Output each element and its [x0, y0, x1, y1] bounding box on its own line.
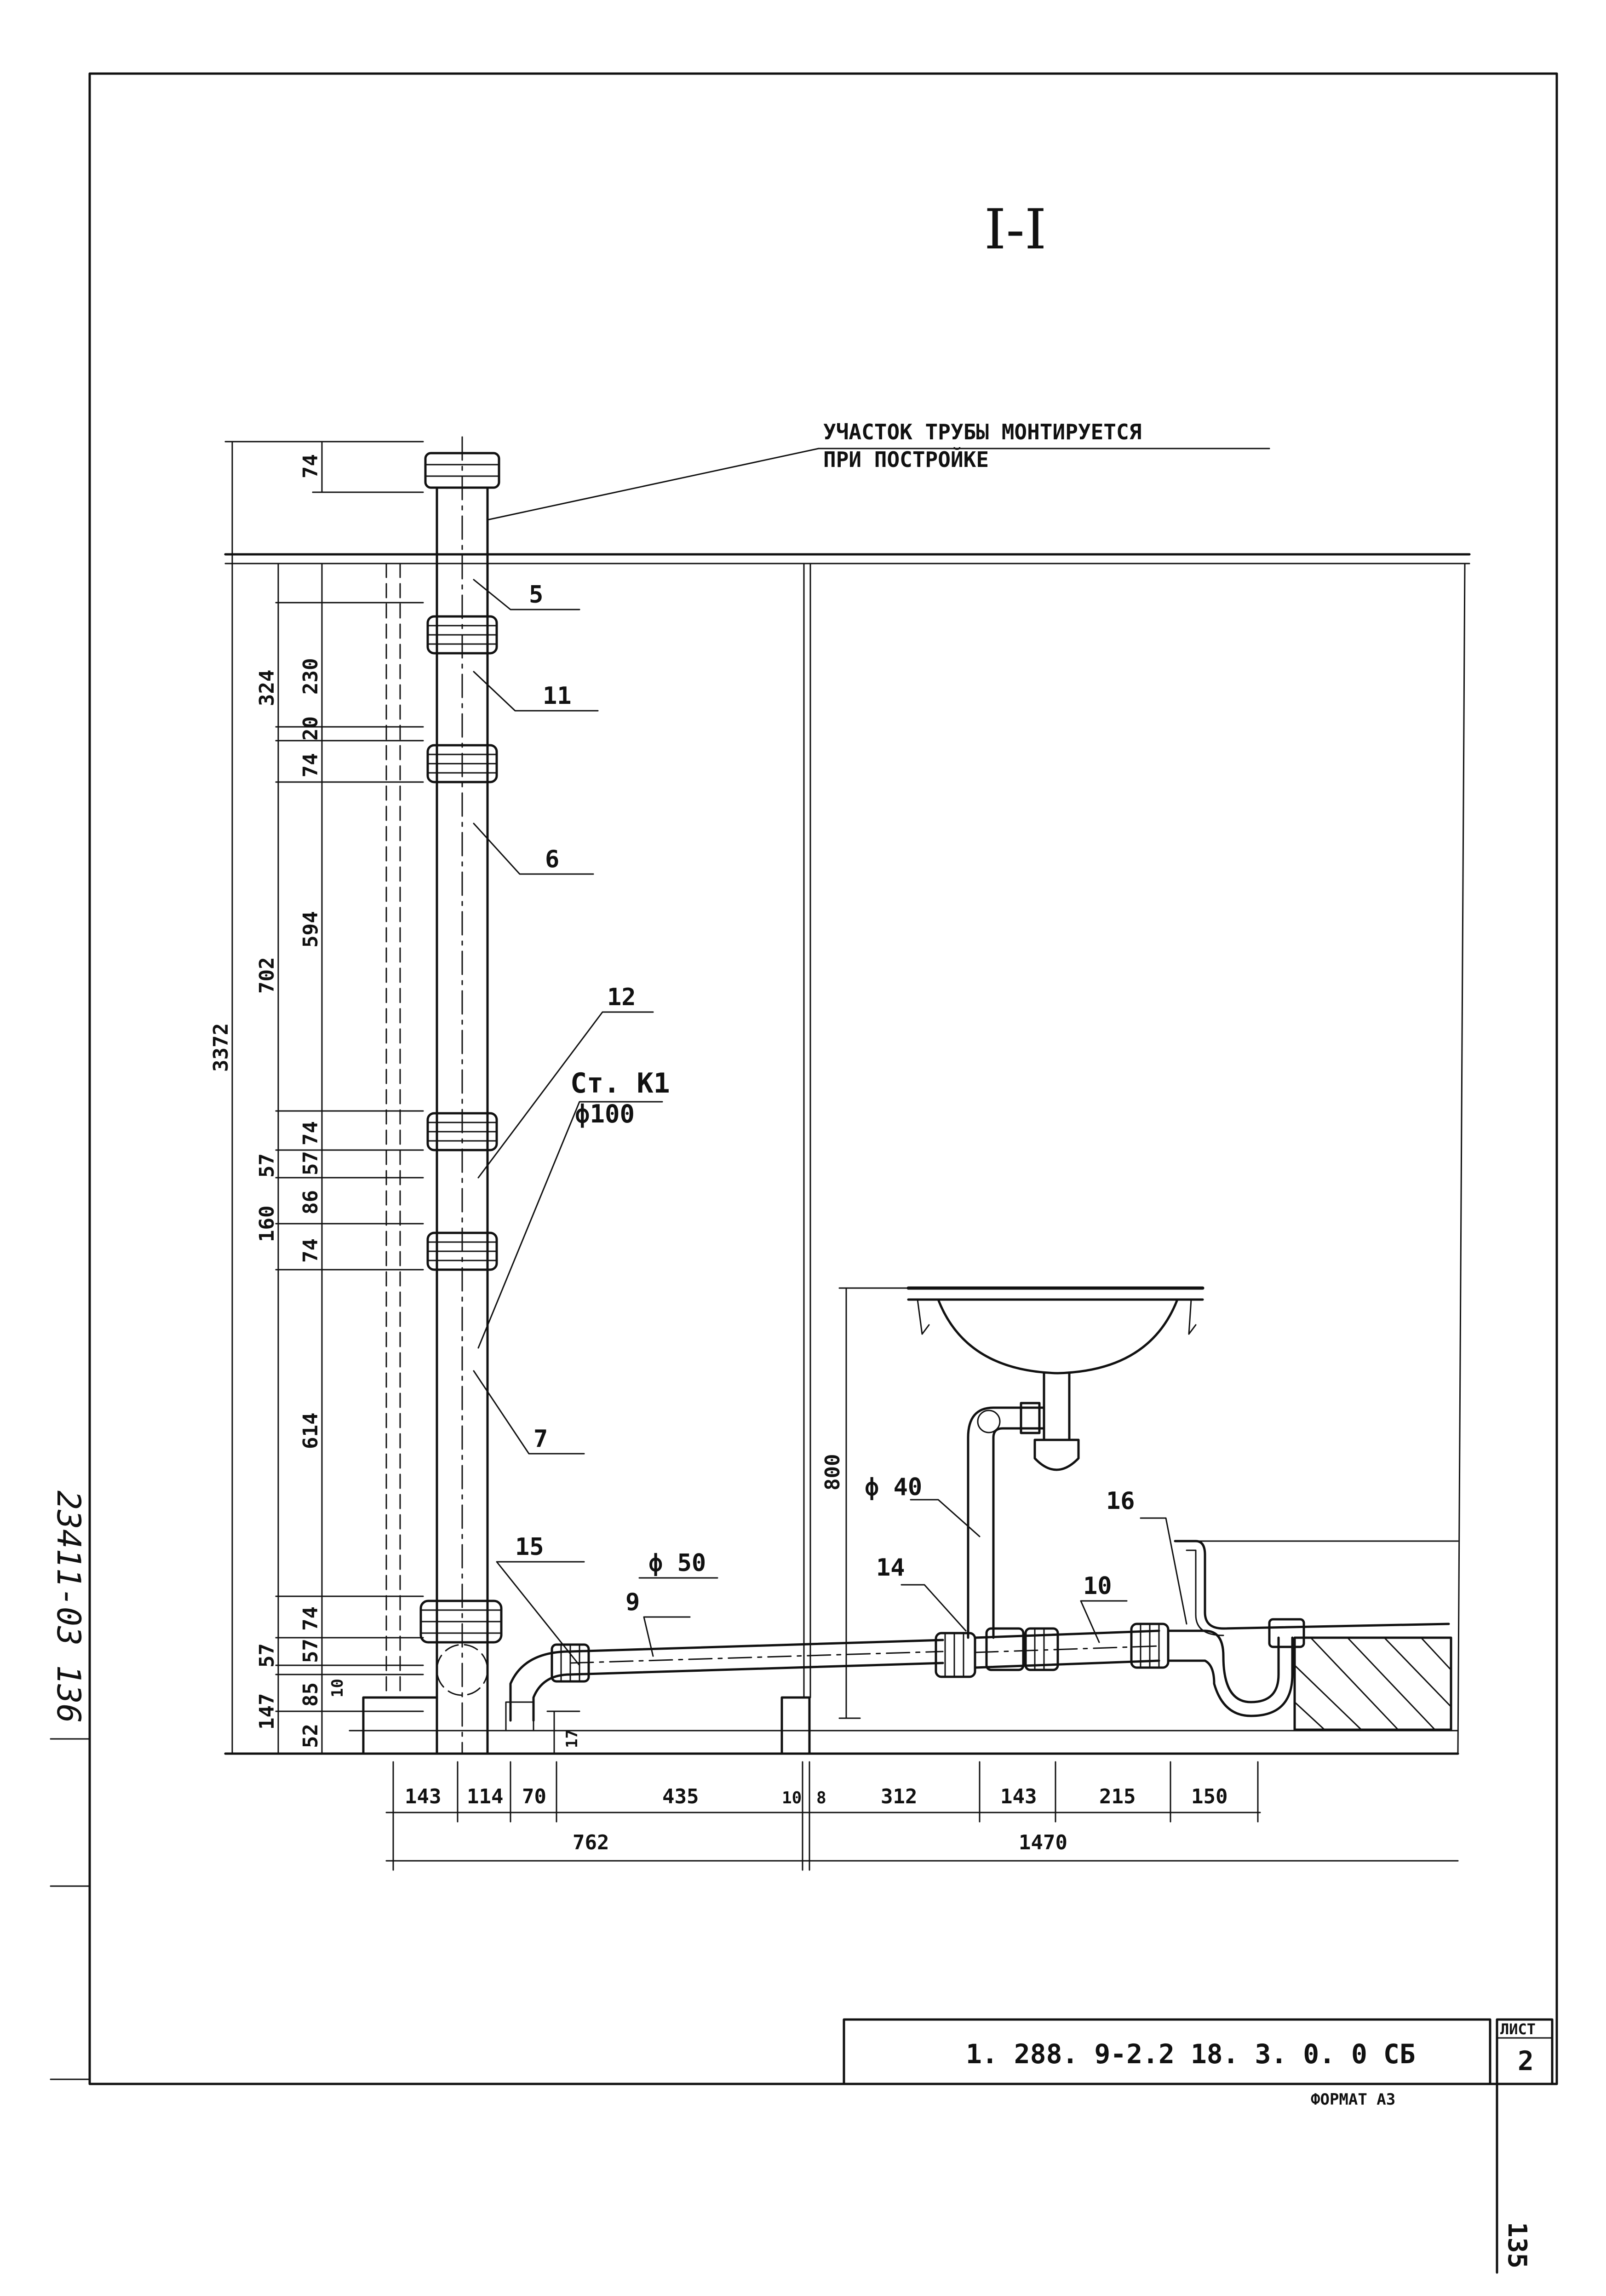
dim-52: 52 [299, 1724, 322, 1748]
dim-324: 324 [255, 670, 279, 706]
dim-57-a: 57 [255, 1153, 279, 1178]
dim-h-150: 150 [1191, 1785, 1227, 1808]
diameter-40: ф 40 [865, 1473, 922, 1501]
callout-6: 6 [545, 846, 559, 873]
sink-assembly [906, 1286, 1204, 1639]
dim-h-143-b: 143 [1000, 1785, 1037, 1808]
horizontal-dimension-lines [385, 1761, 1459, 1871]
dim-57-c: 57 [255, 1643, 279, 1668]
dim-147: 147 [255, 1693, 279, 1730]
dim-3372: 3372 [209, 1023, 233, 1072]
title-block [843, 2018, 1554, 2274]
dim-h-435: 435 [662, 1785, 699, 1808]
sheet-frame [50, 72, 1558, 2085]
riser-pipe [362, 436, 503, 1755]
dim-10: 10 [328, 1679, 347, 1698]
stamp-format: ФОРМАТ А3 [1311, 2090, 1395, 2109]
dim-h-8: 8 [816, 1789, 826, 1807]
dim-h-143-a: 143 [405, 1785, 441, 1808]
dim-74-top: 74 [299, 454, 322, 478]
dim-614: 614 [299, 1413, 322, 1449]
building-lines [224, 553, 1471, 1755]
dim-17: 17 [563, 1729, 581, 1748]
section-title: I-I [984, 198, 1046, 262]
dim-594: 594 [299, 911, 322, 948]
note-line-1: УЧАСТОК ТРУБЫ МОНТИРУЕТСЯ [823, 420, 1141, 444]
note-leader [487, 448, 1270, 521]
page-mark: 135 [1502, 2222, 1532, 2268]
vertical-dimension-labels: 74 3372 324 230 20 74 702 594 74 57 57 1… [209, 454, 844, 1748]
dim-h-10: 10 [782, 1789, 802, 1807]
dim-160: 160 [255, 1206, 279, 1242]
stamp-code: 1. 288. 9-2.2 18. 3. 0. 0 СБ [966, 2038, 1416, 2070]
dim-h-1470: 1470 [1019, 1831, 1067, 1854]
dim-20: 20 [299, 716, 322, 741]
vertical-dimension-lines [224, 441, 916, 1755]
dim-h-70: 70 [522, 1785, 546, 1808]
dim-57-d: 57 [299, 1639, 322, 1663]
callout-9: 9 [625, 1588, 640, 1616]
side-stamp: 23411-03 136 [50, 1490, 87, 1723]
dim-230: 230 [299, 658, 322, 695]
horizontal-dimension-labels: 143 114 70 435 10 8 312 143 215 150 762 … [405, 1785, 1227, 1854]
dim-800: 800 [821, 1454, 844, 1490]
branch-pipe-d50 [505, 1632, 976, 1732]
tee-and-pipe-10 [974, 1618, 1305, 1717]
riser-diameter: ф100 [575, 1099, 635, 1128]
right-fixture [780, 1540, 1459, 1755]
callout-11: 11 [543, 682, 572, 710]
pipe-socket [426, 744, 498, 783]
callout-14: 14 [876, 1554, 905, 1582]
dim-h-762: 762 [573, 1831, 609, 1854]
hatching [1294, 1637, 1452, 1731]
dim-h-215: 215 [1099, 1785, 1136, 1808]
pipe-socket [426, 1112, 498, 1151]
dim-h-312: 312 [881, 1785, 917, 1808]
callout-16: 16 [1106, 1487, 1135, 1515]
stamp-sheet-label: ЛИСТ [1500, 2020, 1536, 2038]
dim-74-c: 74 [299, 1238, 322, 1263]
note-line-2: ПРИ ПОСТРОЙКЕ [823, 447, 989, 472]
dim-86: 86 [299, 1190, 322, 1214]
riser-name: Ст. К1 [570, 1067, 670, 1099]
dim-57-b: 57 [299, 1151, 322, 1175]
dim-74-b: 74 [299, 1121, 322, 1145]
callout-5: 5 [529, 581, 543, 609]
callout-labels: 5 11 6 12 7 15 9 14 10 16 [515, 581, 1135, 1616]
pipe-socket [419, 1600, 503, 1644]
dim-74-d: 74 [299, 1606, 322, 1631]
callout-7: 7 [533, 1425, 548, 1453]
callout-12: 12 [607, 984, 636, 1011]
callout-15: 15 [515, 1533, 544, 1561]
dim-74-a: 74 [299, 753, 322, 777]
pipe-socket [426, 615, 498, 655]
dim-h-114: 114 [467, 1785, 503, 1808]
callout-10: 10 [1083, 1572, 1112, 1600]
pipe-socket [426, 1231, 498, 1271]
dim-85: 85 [299, 1682, 322, 1707]
callout-leaders [473, 579, 1187, 1666]
dim-702: 702 [255, 957, 279, 994]
diameter-50: ф 50 [648, 1549, 706, 1577]
stamp-sheet-number: 2 [1518, 2045, 1534, 2077]
